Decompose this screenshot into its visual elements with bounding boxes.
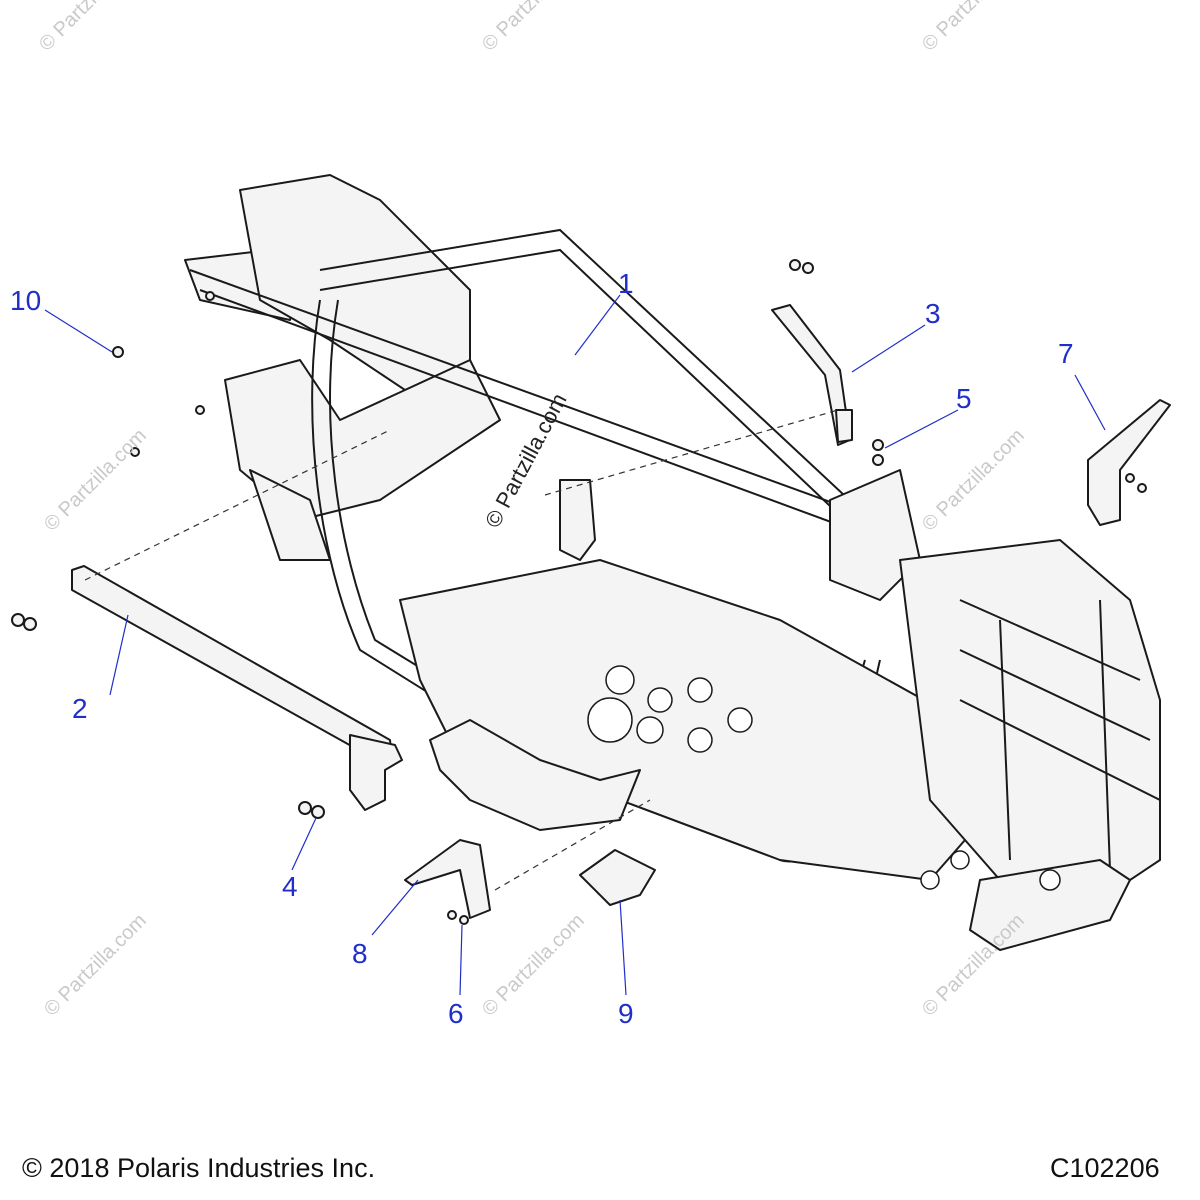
leader-lines <box>44 294 1106 996</box>
callout-9: 9 <box>618 998 634 1029</box>
callout-5: 5 <box>956 383 972 414</box>
callout-1: 1 <box>618 268 634 299</box>
cross-tube-part-2 <box>71 565 403 811</box>
callout-8: 8 <box>352 938 368 969</box>
callout-6: 6 <box>448 998 464 1029</box>
main-frame <box>184 174 1161 951</box>
callout-3: 3 <box>925 298 941 329</box>
grab-bar-part-3 <box>771 304 853 446</box>
callout-4: 4 <box>282 871 298 902</box>
assembly-lines <box>84 409 839 891</box>
fasteners <box>11 259 1147 925</box>
callout-10: 10 <box>10 285 42 316</box>
plate-part-9 <box>579 849 656 906</box>
callout-7: 7 <box>1058 338 1074 369</box>
bracket-part-7 <box>1087 399 1171 526</box>
copyright-notice: © 2018 Polaris Industries Inc. <box>22 1153 376 1183</box>
bracket-part-8 <box>404 839 491 919</box>
callout-2: 2 <box>72 693 88 724</box>
diagram-code: C102206 <box>1050 1153 1160 1183</box>
